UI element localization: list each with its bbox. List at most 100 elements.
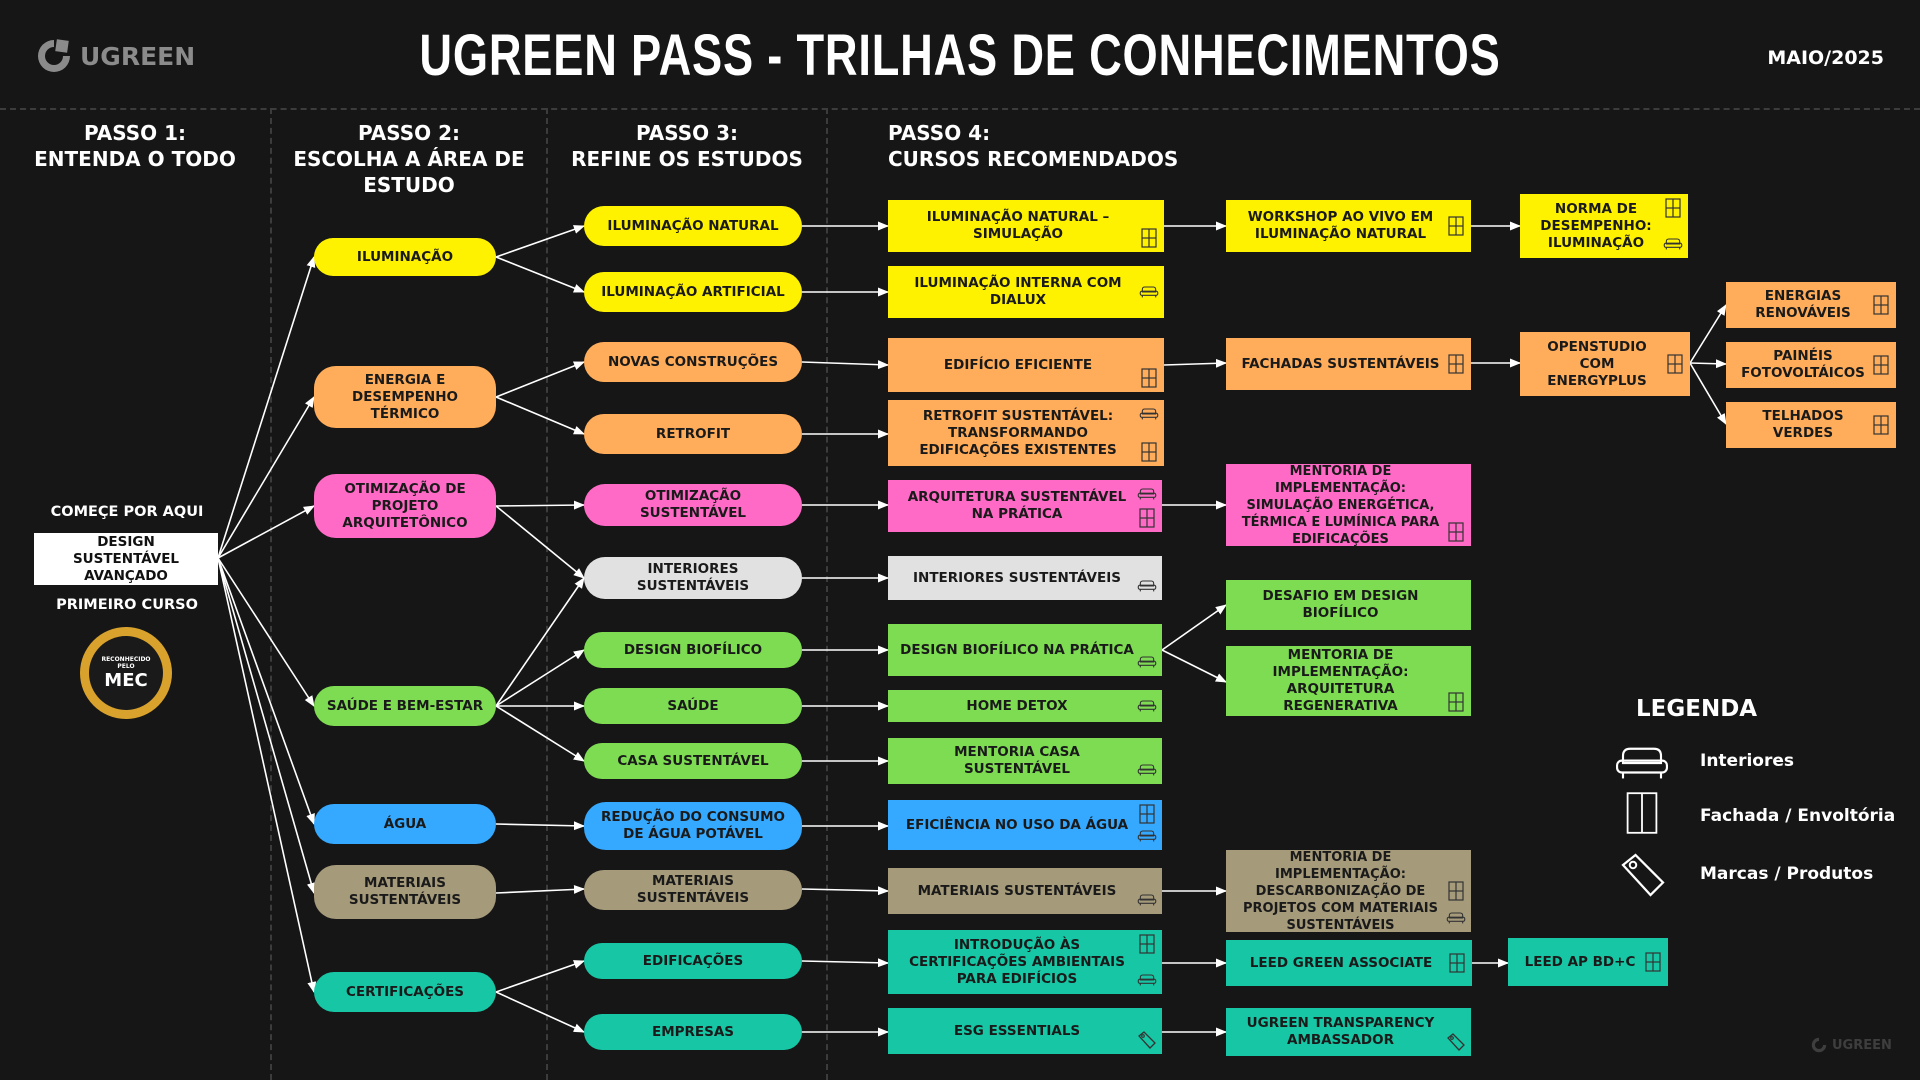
adv-leed-ap[interactable]: LEED AP BD+C	[1508, 938, 1668, 986]
ugreen-logo-icon	[1811, 1037, 1827, 1053]
sofa-icon	[1139, 404, 1159, 424]
course-introducao-certificacoes[interactable]: INTRODUÇÃO ÀS CERTIFICAÇÕES AMBIENTAIS P…	[888, 930, 1162, 994]
refine-edificacoes[interactable]: EDIFICAÇÕES	[584, 943, 802, 979]
legend-marcas: Marcas / Produtos	[1700, 864, 1874, 884]
refine-design-biofilico[interactable]: DESIGN BIOFÍLICO	[584, 632, 802, 668]
course-iluminacao-dialux[interactable]: ILUMINAÇÃO INTERNA COM DIALUX	[888, 266, 1164, 318]
adv-mentoria-descarbonizacao[interactable]: MENTORIA DE IMPLEMENTAÇÃO: DESCARBONIZAÇ…	[1226, 850, 1471, 933]
course-retrofit-sustentavel[interactable]: RETROFIT SUSTENTÁVEL: TRANSFORMANDO EDIF…	[888, 400, 1164, 466]
adv-desafio-biofilico[interactable]: DESAFIO EM DESIGN BIOFÍLICO	[1226, 580, 1471, 630]
step3-line1: PASSO 3:	[635, 121, 739, 145]
course-label: NORMA DE DESEMPENHO: ILUMINAÇÃO	[1540, 200, 1652, 251]
step2-line3: ESTUDO	[363, 173, 455, 197]
sofa-icon	[1139, 282, 1159, 302]
course-iluminacao-natural-simulacao[interactable]: ILUMINAÇÃO NATURAL – SIMULAÇÃO	[888, 200, 1164, 252]
date-label: MAIO/2025	[1767, 47, 1884, 69]
course-label: INTRODUÇÃO ÀS CERTIFICAÇÕES AMBIENTAIS P…	[909, 936, 1125, 987]
adv-paineis-fotovoltaicos[interactable]: PAINÉIS FOTOVOLTÁICOS	[1726, 342, 1896, 388]
adv-fachadas-sustentaveis[interactable]: FACHADAS SUSTENTÁVEIS	[1226, 338, 1471, 390]
step4-line2: CURSOS RECOMENDADOS	[888, 147, 1179, 171]
sofa-icon	[1137, 826, 1157, 846]
facade-icon	[1137, 508, 1157, 528]
mec-badge: RECONHECIDO PELO MEC	[80, 627, 172, 719]
refine-materiais-sustentaveis[interactable]: MATERIAIS SUSTENTÁVEIS	[584, 870, 802, 910]
area-materiais[interactable]: MATERIAIS SUSTENTÁVEIS	[314, 865, 496, 919]
first-course-box[interactable]: DESIGN SUSTENTÁVEL AVANÇADO	[34, 533, 218, 585]
course-mentoria-casa[interactable]: MENTORIA CASA SUSTENTÁVEL	[888, 738, 1162, 784]
tag-icon	[1446, 1032, 1466, 1052]
column-divider-3	[826, 108, 828, 1080]
course-home-detox[interactable]: HOME DETOX	[888, 690, 1162, 722]
refine-otimizacao-sustentavel[interactable]: OTIMIZAÇÃO SUSTENTÁVEL	[584, 484, 802, 526]
refine-iluminacao-natural[interactable]: ILUMINAÇÃO NATURAL	[584, 206, 802, 246]
facade-icon	[1643, 952, 1663, 972]
course-label: ENERGIAS RENOVÁVEIS	[1755, 288, 1851, 321]
course-label: DESIGN BIOFÍLICO NA PRÁTICA	[900, 641, 1134, 658]
course-interiores-sustentaveis[interactable]: INTERIORES SUSTENTÁVEIS	[888, 556, 1162, 600]
facade-icon	[1663, 198, 1683, 218]
sofa-icon	[1137, 696, 1157, 716]
refine-empresas[interactable]: EMPRESAS	[584, 1014, 802, 1050]
refine-interiores-sustentaveis[interactable]: INTERIORES SUSTENTÁVEIS	[584, 557, 802, 599]
refine-casa-sustentavel[interactable]: CASA SUSTENTÁVEL	[584, 743, 802, 779]
facade-icon	[1446, 522, 1466, 542]
footer-logo-text: UGREEN	[1832, 1037, 1892, 1053]
step3-line2: REFINE OS ESTUDOS	[571, 147, 803, 171]
course-label: MATERIAIS SUSTENTÁVEIS	[917, 882, 1117, 899]
area-agua[interactable]: ÁGUA	[314, 804, 496, 844]
facade-icon	[1137, 934, 1157, 954]
refine-retrofit[interactable]: RETROFIT	[584, 414, 802, 454]
course-label: LEED GREEN ASSOCIATE	[1249, 954, 1433, 971]
adv-telhados-verdes[interactable]: TELHADOS VERDES	[1726, 402, 1896, 448]
course-label: WORKSHOP AO VIVO EM ILUMINAÇÃO NATURAL	[1247, 209, 1434, 242]
tag-icon	[1621, 853, 1665, 897]
legend-interiores: Interiores	[1700, 751, 1795, 771]
adv-workshop-iluminacao[interactable]: WORKSHOP AO VIVO EM ILUMINAÇÃO NATURAL	[1226, 200, 1471, 252]
start-label: COMEÇE POR AQUI	[50, 504, 204, 520]
adv-leed-green-associate[interactable]: LEED GREEN ASSOCIATE	[1226, 940, 1472, 986]
facade-icon	[1871, 355, 1891, 375]
course-label: EDIFÍCIO EFICIENTE	[943, 356, 1093, 373]
adv-ugreen-transparency[interactable]: UGREEN TRANSPARENCY AMBASSADOR	[1226, 1008, 1471, 1056]
area-iluminacao[interactable]: ILUMINAÇÃO	[314, 238, 496, 276]
course-label: ARQUITETURA SUSTENTÁVEL NA PRÁTICA	[907, 489, 1127, 522]
course-design-biofilico-pratica[interactable]: DESIGN BIOFÍLICO NA PRÁTICA	[888, 624, 1162, 676]
facade-icon	[1446, 881, 1466, 901]
first-course-label: PRIMEIRO CURSO	[56, 597, 198, 613]
step4-line1: PASSO 4:	[888, 121, 991, 145]
course-eficiencia-agua[interactable]: EFICIÊNCIA NO USO DA ÁGUA	[888, 800, 1162, 850]
facade-icon	[1871, 295, 1891, 315]
ugreen-logo-icon	[38, 39, 70, 72]
facade-icon	[1665, 354, 1685, 374]
course-esg-essentials[interactable]: ESG ESSENTIALS	[888, 1008, 1162, 1054]
step2-line2: ESCOLHA A ÁREA DE	[293, 147, 525, 171]
adv-mentoria-simulacao[interactable]: MENTORIA DE IMPLEMENTAÇÃO: SIMULAÇÃO ENE…	[1226, 464, 1471, 547]
refine-saude[interactable]: SAÚDE	[584, 688, 802, 724]
refine-reducao-agua[interactable]: REDUÇÃO DO CONSUMO DE ÁGUA POTÁVEL	[584, 802, 802, 850]
adv-norma-desempenho[interactable]: NORMA DE DESEMPENHO: ILUMINAÇÃO	[1520, 194, 1688, 258]
area-certificacoes[interactable]: CERTIFICAÇÕES	[314, 972, 496, 1012]
course-arquitetura-sustentavel[interactable]: ARQUITETURA SUSTENTÁVEL NA PRÁTICA	[888, 480, 1162, 532]
refine-iluminacao-artificial[interactable]: ILUMINAÇÃO ARTIFICIAL	[584, 272, 802, 312]
sofa-icon	[1615, 747, 1669, 779]
area-energia[interactable]: ENERGIA E DESEMPENHO TÉRMICO	[314, 366, 496, 428]
legend-fachada: Fachada / Envoltória	[1700, 806, 1896, 826]
adv-openstudio[interactable]: OPENSTUDIO COM ENERGYPLUS	[1520, 332, 1690, 396]
sofa-icon	[1137, 890, 1157, 910]
course-edificio-eficiente[interactable]: EDIFÍCIO EFICIENTE	[888, 338, 1164, 392]
course-label: ESG ESSENTIALS	[953, 1022, 1081, 1039]
course-label: MENTORIA CASA SUSTENTÁVEL	[954, 744, 1080, 777]
area-otimizacao[interactable]: OTIMIZAÇÃO DE PROJETO ARQUITETÔNICO	[314, 474, 496, 538]
adv-mentoria-regenerativa[interactable]: MENTORIA DE IMPLEMENTAÇÃO: ARQUITETURA R…	[1226, 646, 1471, 716]
sofa-icon	[1137, 484, 1157, 504]
course-materiais-sustentaveis[interactable]: MATERIAIS SUSTENTÁVEIS	[888, 868, 1162, 914]
mec-badge-text: MEC	[104, 669, 148, 691]
step2-header: PASSO 2: ESCOLHA A ÁREA DE ESTUDO	[282, 120, 536, 198]
area-saude[interactable]: SAÚDE E BEM-ESTAR	[314, 686, 496, 726]
refine-novas-construcoes[interactable]: NOVAS CONSTRUÇÕES	[584, 342, 802, 382]
facade-icon	[1446, 354, 1466, 374]
adv-energias-renovaveis[interactable]: ENERGIAS RENOVÁVEIS	[1726, 282, 1896, 328]
logo-text: UGREEN	[80, 41, 196, 71]
course-label: MENTORIA DE IMPLEMENTAÇÃO: ARQUITETURA R…	[1272, 647, 1409, 714]
